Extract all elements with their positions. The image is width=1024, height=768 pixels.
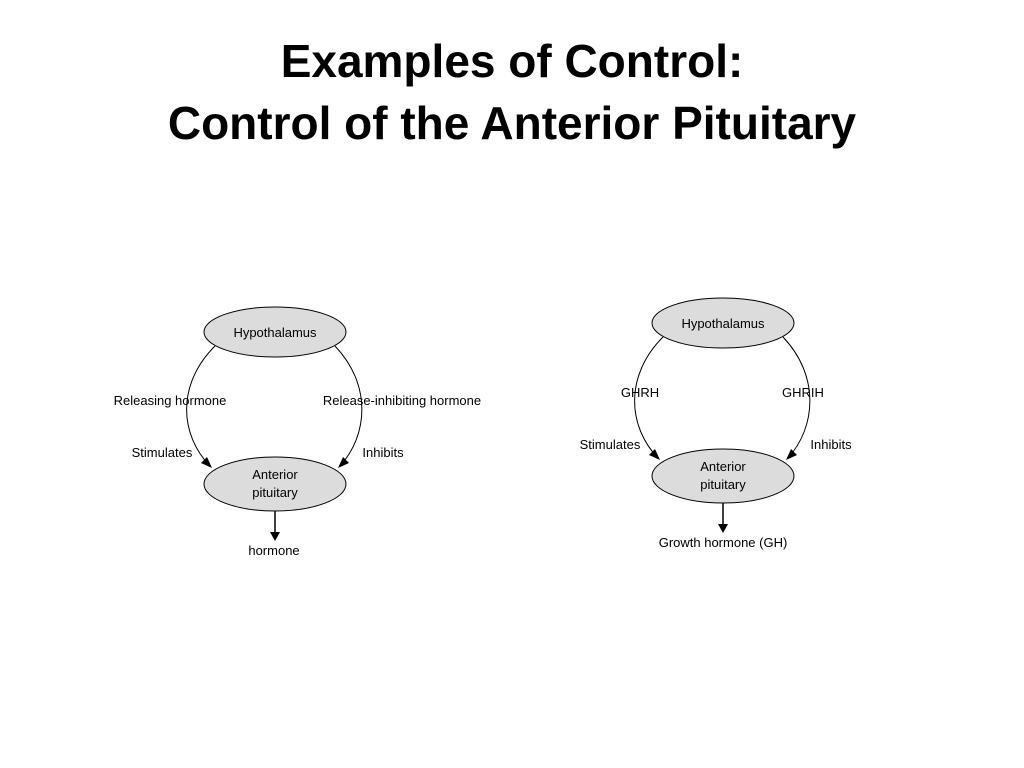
left-pituitary-label-2: pituitary	[252, 485, 298, 500]
right-inhibits-label: Inhibits	[810, 437, 852, 452]
left-inhibit-arrow	[334, 345, 363, 467]
right-inhibit-arrowhead	[786, 449, 797, 460]
right-output-arrowhead	[718, 524, 728, 533]
left-output-arrowhead	[270, 532, 280, 541]
left-releasing-label: Releasing hormone	[114, 393, 227, 408]
right-stimulates-label: Stimulates	[580, 437, 641, 452]
left-hypothalamus-label: Hypothalamus	[233, 325, 317, 340]
right-ghrih-label: GHRIH	[782, 385, 824, 400]
right-diagram: Hypothalamus Anterior pituitary GHRH GHR…	[580, 297, 852, 550]
left-inhibits-label: Inhibits	[362, 445, 404, 460]
right-stimulate-arrowhead	[649, 449, 660, 460]
right-output-label: Growth hormone (GH)	[659, 535, 788, 550]
right-ghrh-label: GHRH	[621, 385, 659, 400]
left-pituitary-node	[203, 456, 347, 512]
right-pituitary-label-1: Anterior	[700, 459, 746, 474]
left-hypothalamus-node	[203, 306, 347, 358]
left-stimulate-arrowhead	[201, 457, 212, 468]
left-diagram: Hypothalamus Anterior pituitary Releasin…	[114, 306, 481, 558]
left-pituitary-label-1: Anterior	[252, 467, 298, 482]
right-inhibit-arrow	[782, 336, 811, 459]
title-line-1: Examples of Control:	[280, 35, 744, 87]
right-pituitary-node	[651, 448, 795, 504]
left-stimulates-label: Stimulates	[132, 445, 193, 460]
slide-title: Examples of Control: Control of the Ante…	[0, 30, 1024, 154]
right-hypothalamus-node	[651, 297, 795, 349]
left-stimulate-arrow	[186, 345, 216, 467]
left-inhibiting-label: Release-inhibiting hormone	[323, 393, 481, 408]
right-pituitary-label-2: pituitary	[700, 477, 746, 492]
left-inhibit-arrowhead	[338, 457, 349, 468]
right-hypothalamus-label: Hypothalamus	[681, 316, 765, 331]
left-output-label: hormone	[248, 543, 299, 558]
right-stimulate-arrow	[634, 336, 664, 459]
title-line-2: Control of the Anterior Pituitary	[167, 97, 857, 149]
